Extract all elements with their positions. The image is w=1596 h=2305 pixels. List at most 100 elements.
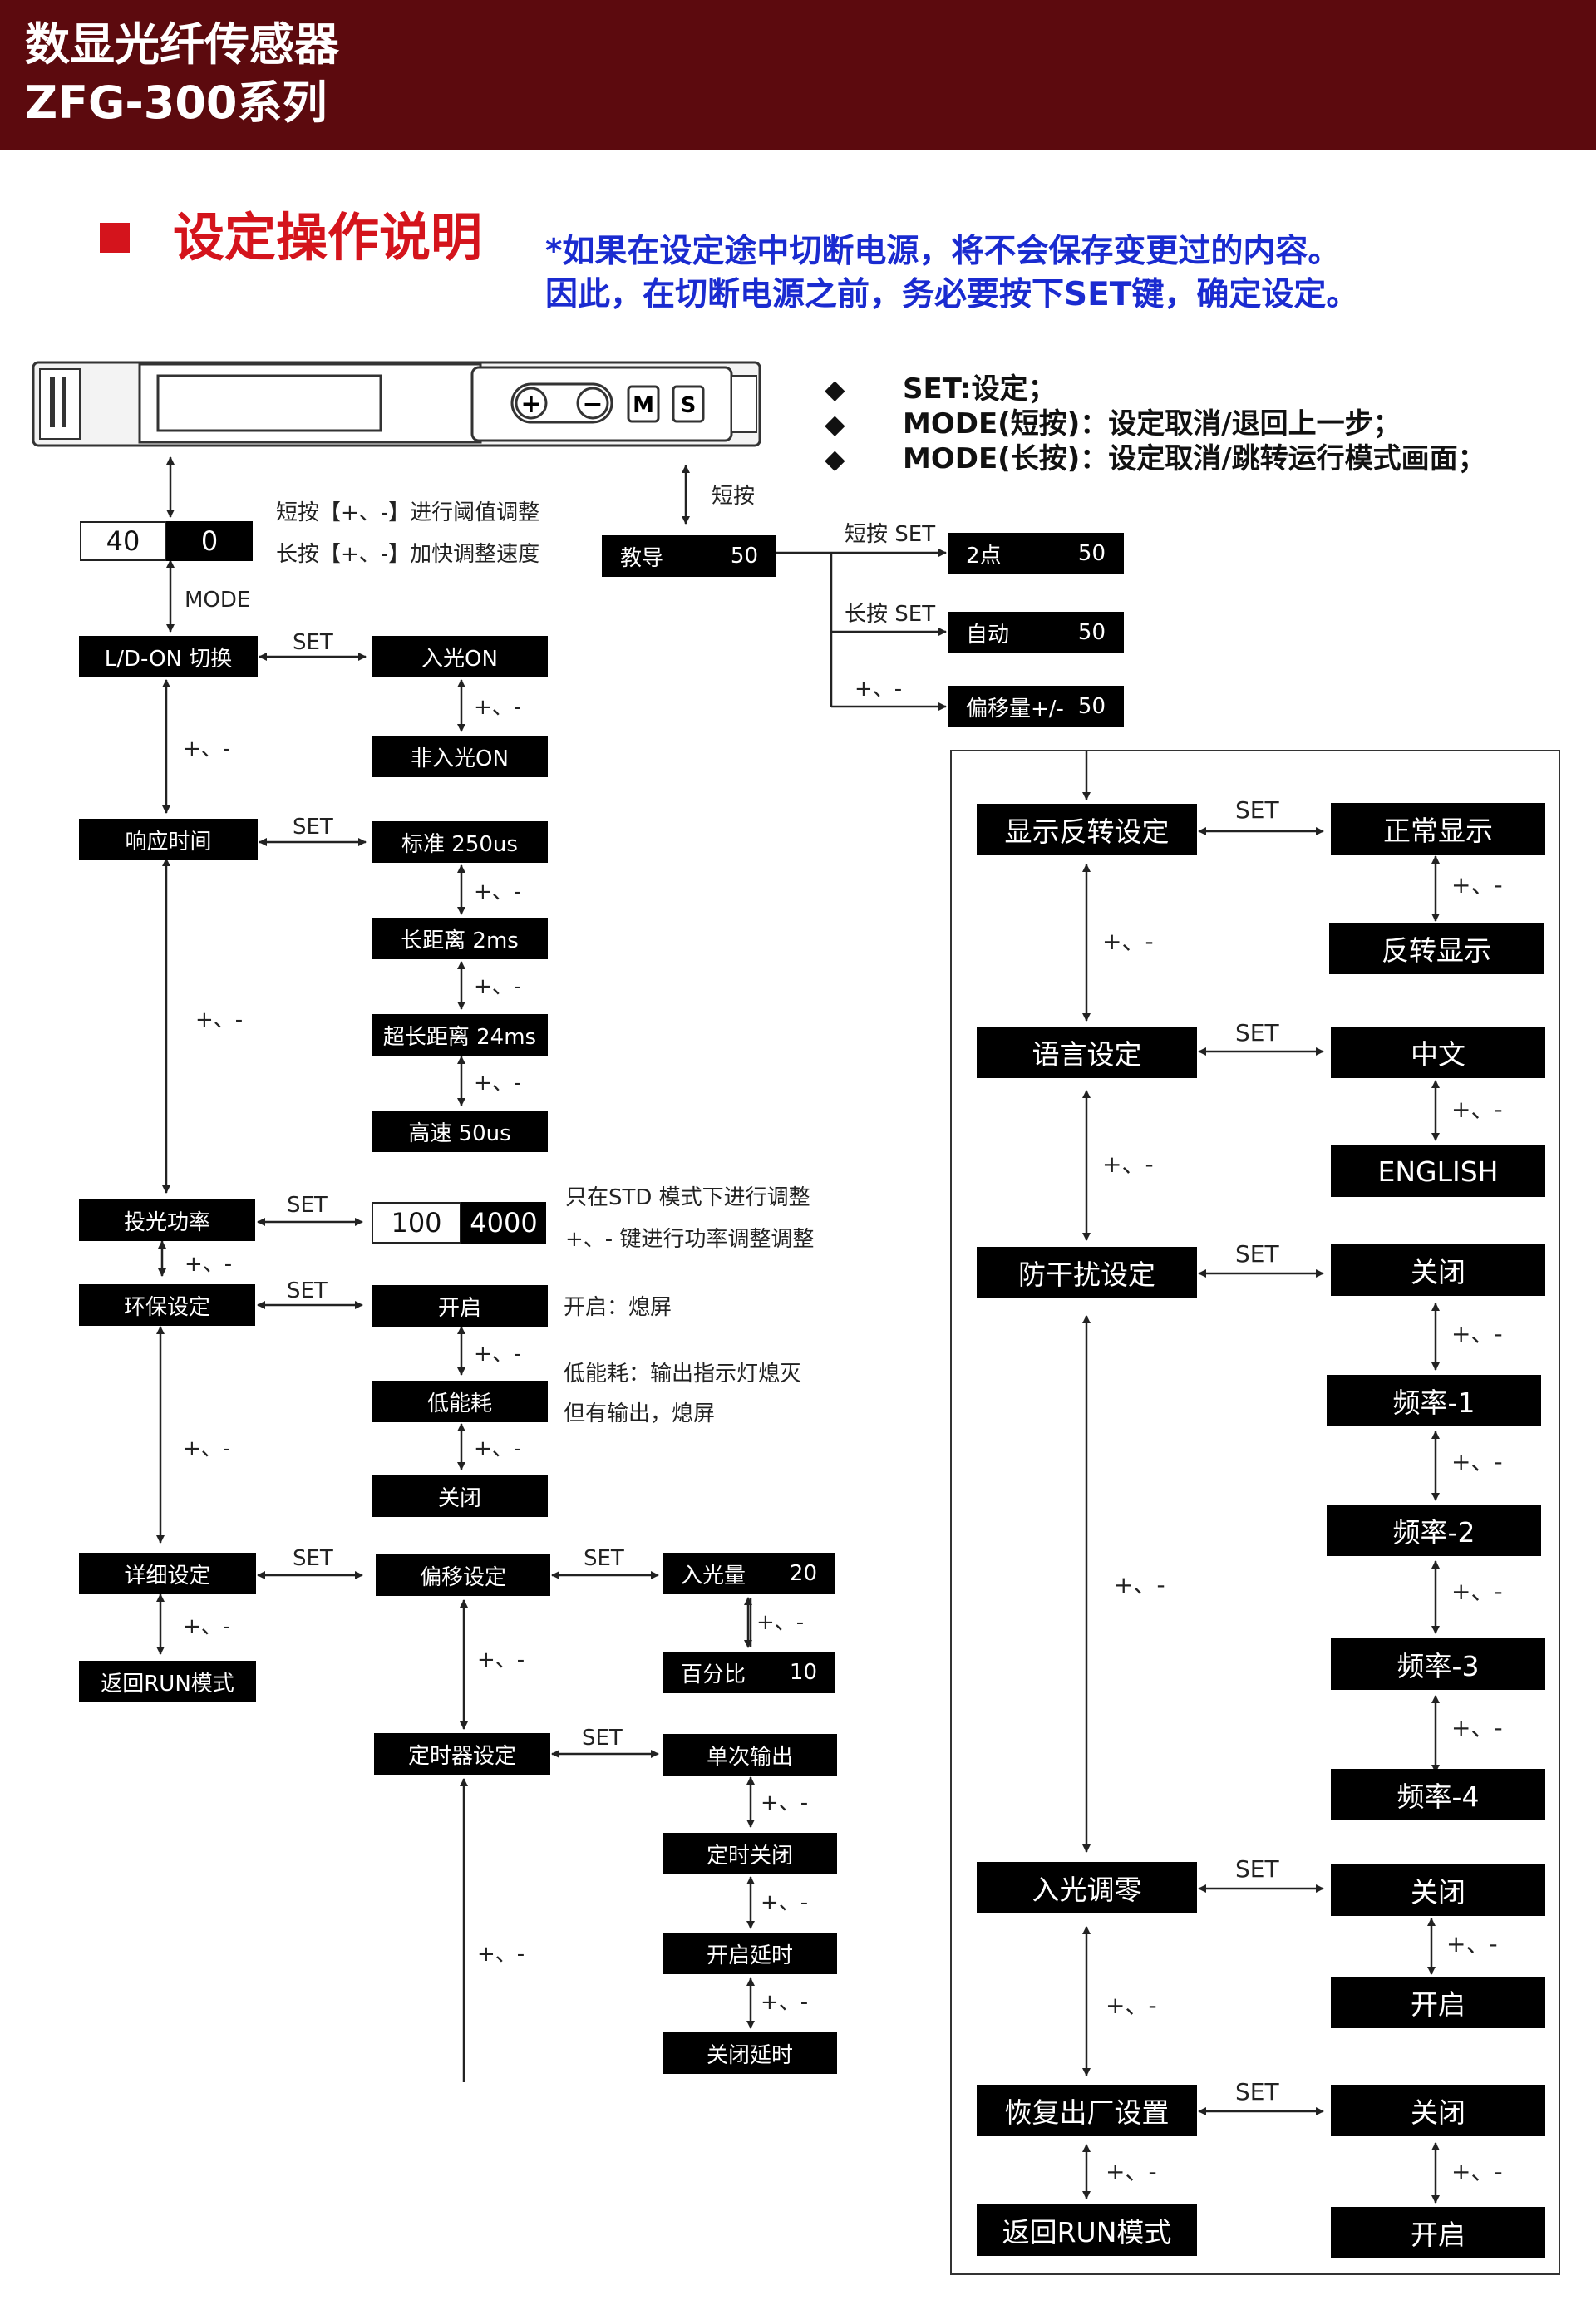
option-flipped-display[interactable]: 反转显示 [1329,923,1544,974]
label-pm: +、- [1451,2158,1503,2185]
label-pm: +、- [1102,928,1154,955]
option-anti-off[interactable]: 关闭 [1331,1244,1545,1296]
label-pm: +、- [185,1252,233,1277]
legend-mode-short: MODE(短按)：设定取消/退回上一步； [903,407,1401,441]
label-pm: +、- [1106,2158,1157,2185]
option-zero-off[interactable]: 关闭 [1331,1864,1545,1916]
option-factory-off[interactable]: 关闭 [1331,2085,1545,2136]
label-pm: +、- [1451,1578,1503,1605]
option-zero-on[interactable]: 开启 [1331,1977,1545,2028]
menu-return-run[interactable]: 返回RUN模式 [79,1661,256,1702]
option-english[interactable]: ENGLISH [1331,1145,1545,1197]
diamond-bullet-icon: ◆ [825,443,845,475]
label-pm: +、- [1106,1992,1157,2019]
section-title: 设定操作说明 [173,207,483,268]
option-timer-on-delay[interactable]: 开启延时 [663,1933,837,1974]
option-resp-std[interactable]: 标准 250us [372,821,548,863]
diamond-bullet-icon: ◆ [825,408,845,440]
label-pm: +、- [183,736,231,761]
option-dark-on[interactable]: 非入光ON [372,736,548,777]
label-pm: +、- [761,1790,809,1815]
menu-emit-power[interactable]: 投光功率 [79,1199,255,1241]
label-set: SET [584,1546,624,1571]
option-eco-off[interactable]: 关闭 [372,1475,548,1517]
menu-return-run-right[interactable]: 返回RUN模式 [977,2204,1197,2256]
label-set: SET [582,1726,623,1751]
option-freq1[interactable]: 频率-1 [1327,1375,1541,1426]
option-light-on[interactable]: 入光ON [372,636,548,677]
note-short-press: 短按【+、-】进行阈值调整 [276,500,540,525]
label-pm: +、- [477,1942,525,1967]
option-timer-single[interactable]: 单次输出 [663,1734,837,1776]
menu-factory-reset[interactable]: 恢复出厂设置 [977,2085,1197,2136]
menu-ld-on[interactable]: L/D-ON 切换 [79,636,258,677]
menu-detail[interactable]: 详细设定 [79,1553,256,1594]
option-eco-on[interactable]: 开启 [372,1285,548,1327]
diamond-bullet-icon: ◆ [825,373,845,405]
option-factory-on[interactable]: 开启 [1331,2207,1545,2258]
option-resp-xlong[interactable]: 超长距离 24ms [372,1014,548,1056]
option-normal-display[interactable]: 正常显示 [1331,803,1545,855]
label-pm: +、- [183,1614,231,1639]
power-value-2: 4000 [461,1202,546,1244]
label-pm: +、- [761,1990,809,2015]
label-long-set: 长按 SET [845,602,936,627]
note-eco-low2: 但有输出，熄屏 [564,1401,716,1426]
label-pm: +、- [474,1342,522,1367]
note-eco-on: 开启：熄屏 [564,1295,672,1320]
label-pm: +、- [1451,1714,1503,1741]
option-freq4[interactable]: 频率-4 [1331,1769,1545,1820]
label-pm: +、- [1451,1320,1503,1347]
plus-key-icon: + [520,390,541,419]
label-set: SET [293,630,333,655]
advanced-settings-panel [950,750,1560,2275]
mode-key-icon: M [633,393,654,418]
legend-mode-long: MODE(长按)：设定取消/跳转运行模式画面； [903,442,1486,475]
label-pm: +、- [195,1007,244,1032]
menu-timer[interactable]: 定时器设定 [374,1733,550,1775]
minus-key-icon: − [582,390,603,419]
note-mode: MODE [185,588,251,613]
menu-anti-interference[interactable]: 防干扰设定 [977,1247,1197,1298]
label-set: SET [287,1193,328,1218]
display-value-current: 0 [166,521,253,561]
section-bullet-square [100,223,130,253]
option-timer-close-delay[interactable]: 关闭延时 [663,2032,837,2074]
label-pm: +、- [474,974,522,999]
menu-offset-set[interactable]: 偏移设定 [376,1554,550,1596]
option-timer-off-delay[interactable]: 定时关闭 [663,1833,837,1874]
note-eco-low1: 低能耗：输出指示灯熄灭 [564,1362,802,1386]
label-set: SET [293,815,333,840]
label-set: SET [1235,1855,1279,1883]
menu-response-time[interactable]: 响应时间 [79,819,258,860]
label-pm: +、- [1114,1571,1165,1598]
menu-display-flip[interactable]: 显示反转设定 [977,804,1197,855]
note-short: 短按 [712,484,756,509]
header-title-line2: ZFG-300系列 [25,76,328,129]
label-pm: +、- [1102,1150,1154,1178]
page-header [0,0,1596,150]
option-resp-fast[interactable]: 高速 50us [372,1111,548,1152]
option-chinese[interactable]: 中文 [1331,1027,1545,1078]
option-freq2[interactable]: 频率-2 [1327,1505,1541,1556]
menu-eco[interactable]: 环保设定 [79,1284,255,1326]
label-pm: +、- [183,1436,231,1461]
teach-offset[interactable]: 偏移量+/-50 [948,686,1124,727]
menu-zero-adjust[interactable]: 入光调零 [977,1862,1197,1913]
menu-language[interactable]: 语言设定 [977,1027,1197,1078]
label-pm: +、- [474,1071,522,1096]
set-key-icon: S [681,393,697,418]
label-pm: +、- [1451,871,1503,899]
option-resp-long[interactable]: 长距离 2ms [372,918,548,959]
option-freq3[interactable]: 频率-3 [1331,1638,1545,1690]
option-eco-low[interactable]: 低能耗 [372,1381,548,1422]
label-set: SET [1235,796,1279,824]
label-short-set: 短按 SET [845,522,936,547]
sensor-device-illustration: + − M S [32,361,761,447]
